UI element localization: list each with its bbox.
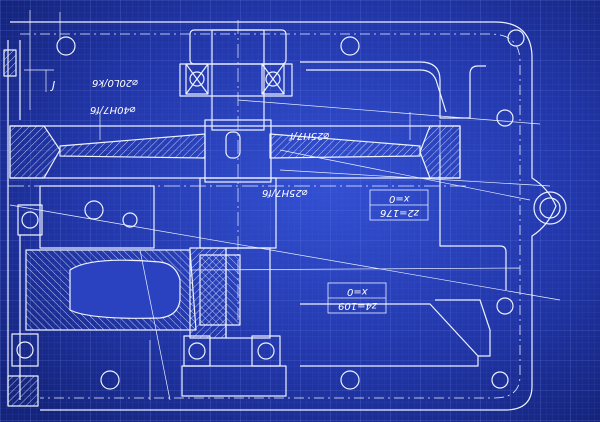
top-bearing-left bbox=[185, 63, 209, 95]
top-bearing-right bbox=[261, 63, 285, 95]
bottom-left-mount bbox=[7, 375, 39, 407]
top-bearing-cap bbox=[179, 63, 293, 97]
cavity-right bbox=[439, 155, 507, 290]
housing-inner-outline bbox=[20, 33, 521, 399]
left-housing bbox=[39, 185, 155, 249]
left-flange bbox=[7, 40, 21, 405]
cavity-top-right bbox=[300, 61, 486, 119]
lifting-lug bbox=[533, 191, 567, 225]
bottom-bearing-cap bbox=[181, 365, 287, 397]
top-left-mount bbox=[3, 49, 17, 77]
cavity-bottom-chamber bbox=[435, 299, 491, 357]
upper-gear-rim-left bbox=[9, 125, 61, 179]
upper-gear-hub bbox=[204, 119, 272, 183]
cavity-top-right-inner bbox=[306, 69, 447, 113]
leader-lines bbox=[9, 10, 561, 401]
bolt-holes bbox=[56, 29, 525, 390]
upper-gear-key bbox=[225, 131, 241, 159]
housing-outline bbox=[10, 21, 557, 411]
lower-gear-tooth bbox=[199, 254, 241, 326]
lower-gear-cutout bbox=[69, 259, 181, 319]
left-bearing-lower bbox=[11, 333, 39, 367]
upper-gear-web-right bbox=[269, 133, 421, 159]
left-bearing-upper bbox=[17, 204, 43, 236]
